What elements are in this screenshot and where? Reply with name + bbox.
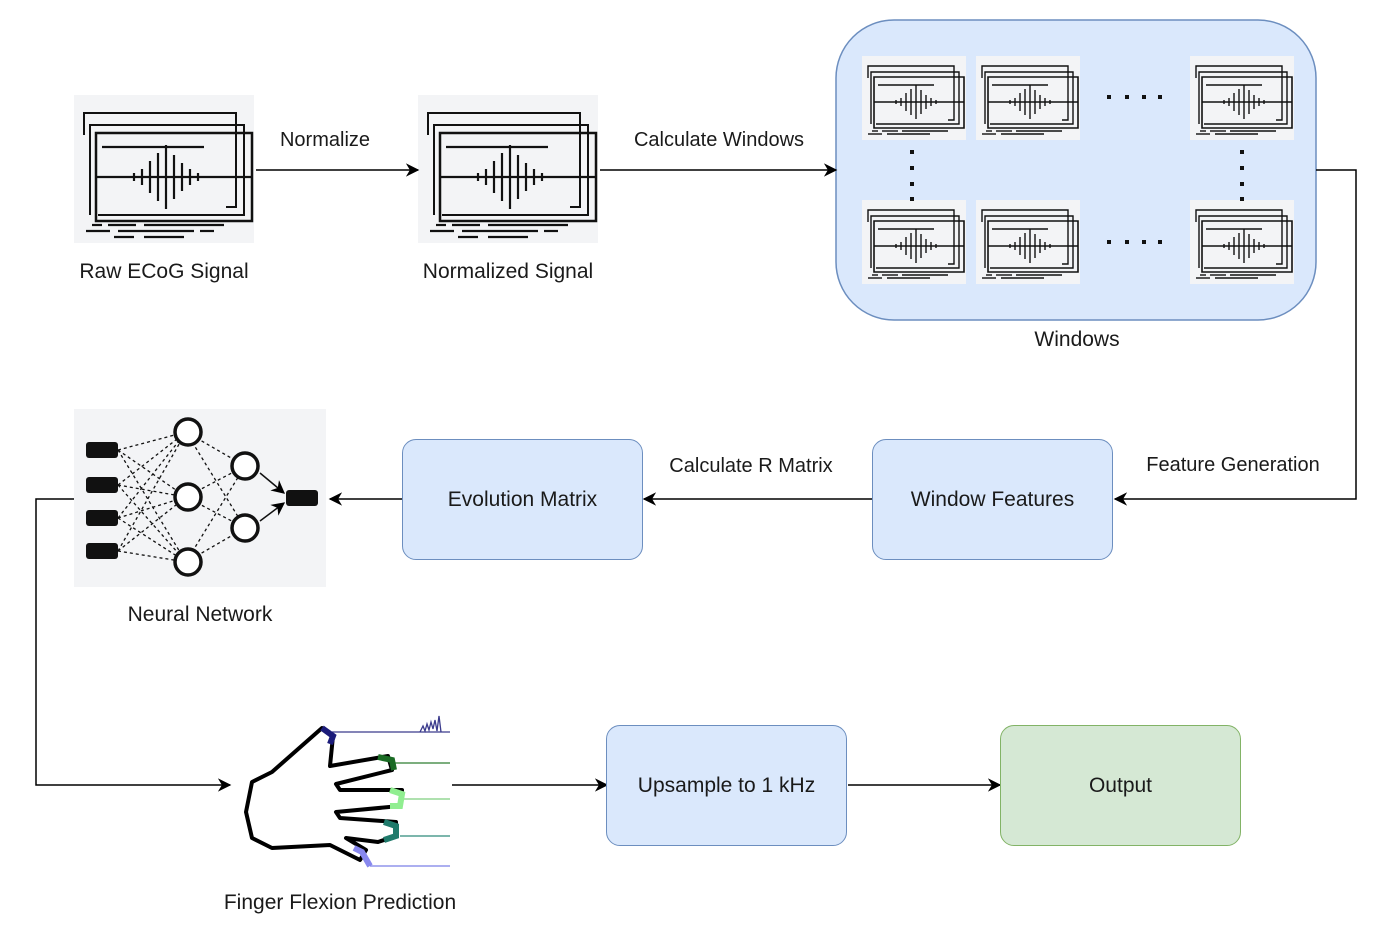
edge-label-calculate-r-matrix: Calculate R Matrix <box>669 455 833 477</box>
edge-label-calculate-windows: Calculate Windows <box>633 129 805 151</box>
hand-icon <box>244 715 450 868</box>
windows-label: Windows <box>1034 328 1120 351</box>
neural-network-label: Neural Network <box>127 603 273 626</box>
output-label: Output <box>1088 773 1153 797</box>
normalized-signal-icon <box>416 93 600 245</box>
ellipsis-dots <box>910 95 1244 244</box>
neural-network-icon <box>74 409 326 587</box>
window-icon <box>975 55 1081 141</box>
upsample-box: Upsample to 1 kHz <box>606 725 847 846</box>
edge-label-feature-generation: Feature Generation <box>1146 454 1320 476</box>
window-icon <box>975 199 1081 285</box>
finger-flexion-label: Finger Flexion Prediction <box>223 891 457 914</box>
window-icon <box>861 199 967 285</box>
window-features-box: Window Features <box>872 439 1113 560</box>
window-icon <box>1189 55 1295 141</box>
window-icon <box>1189 199 1295 285</box>
edge-label-normalize: Normalize <box>279 129 371 151</box>
evolution-matrix-box: Evolution Matrix <box>402 439 643 560</box>
normalized-signal-label: Normalized Signal <box>422 260 594 283</box>
output-box: Output <box>1000 725 1241 846</box>
upsample-label: Upsample to 1 kHz <box>637 773 816 797</box>
window-features-label: Window Features <box>910 487 1075 511</box>
raw-signal-icon <box>72 93 256 245</box>
window-icon <box>861 55 967 141</box>
evolution-matrix-label: Evolution Matrix <box>447 487 598 511</box>
raw-signal-label: Raw ECoG Signal <box>79 260 249 283</box>
